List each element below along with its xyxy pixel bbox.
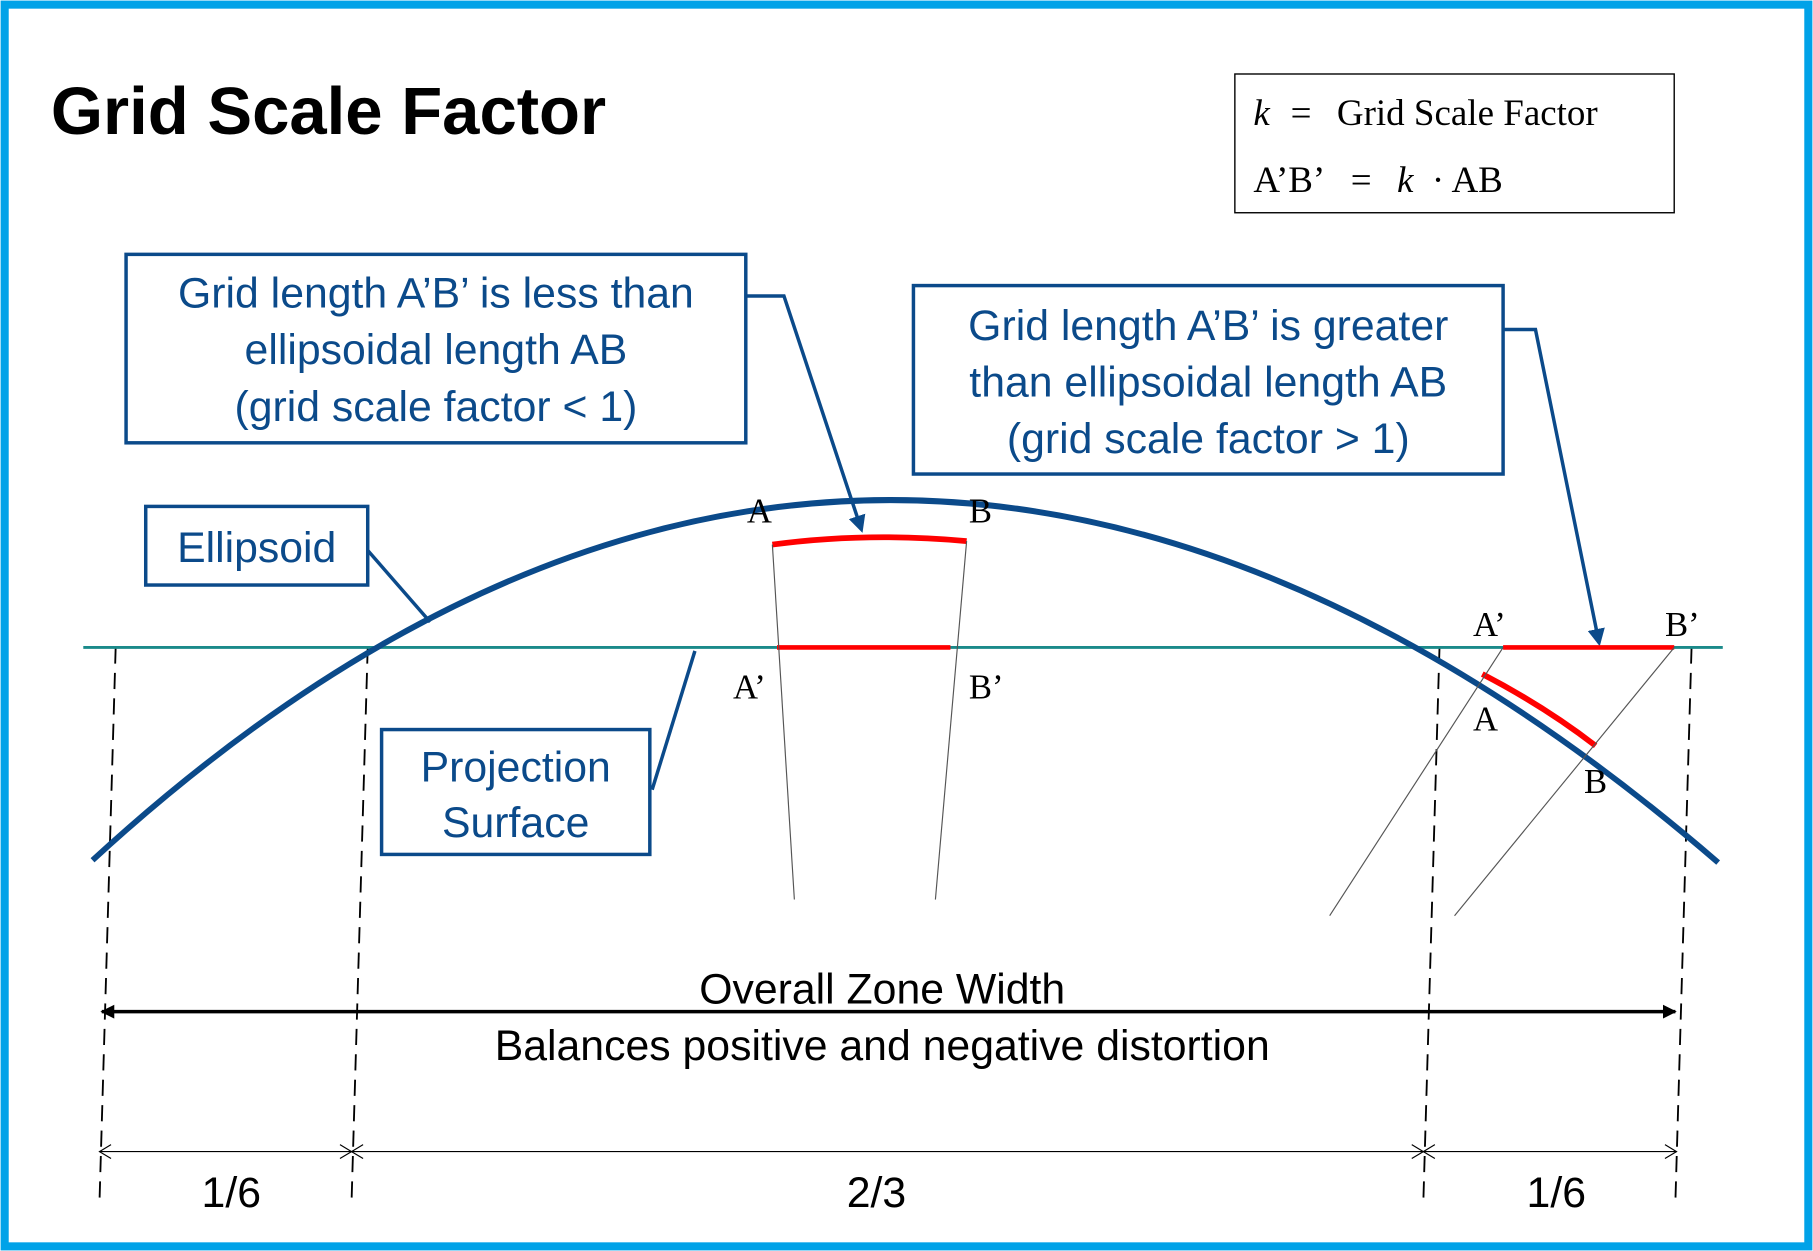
svg-text:B: B <box>969 492 992 531</box>
svg-text:B’: B’ <box>969 667 1004 706</box>
callout-leader-arrow <box>1503 327 1605 647</box>
svg-text:Surface: Surface <box>442 799 589 847</box>
svg-text:A’: A’ <box>1473 605 1506 644</box>
callout-greater-than: Grid length A’B’ is greater than ellipso… <box>911 283 1605 647</box>
segment-label-right: 1/6 <box>1527 1169 1586 1217</box>
legend-k-symbol: k <box>1253 93 1270 134</box>
svg-text:Balances positive and negative: Balances positive and negative distortio… <box>495 1022 1270 1070</box>
svg-text:B: B <box>1584 762 1607 801</box>
zone-dimension-line <box>98 1144 1678 1160</box>
formula-legend: k = Grid Scale Factor A’B’ = k · AB <box>1234 73 1675 214</box>
svg-text:Overall Zone Width: Overall Zone Width <box>699 966 1065 1014</box>
callout-leader-arrow <box>745 294 866 533</box>
svg-text:(grid scale factor < 1): (grid scale factor < 1) <box>234 383 637 431</box>
svg-text:A: A <box>747 492 772 531</box>
projector-lines <box>771 541 1675 917</box>
right-ellipsoid-segment <box>1480 671 1598 749</box>
zone-boundary-lines <box>98 647 1693 1203</box>
callout-ellipsoid: Ellipsoid <box>143 504 432 624</box>
svg-text:k = Grid Scale Fac: k = Grid Scale Factor <box>1253 93 1597 134</box>
svg-text:ellipsoidal length AB: ellipsoidal length AB <box>245 326 628 374</box>
svg-text:(grid scale factor > 1): (grid scale factor > 1) <box>1007 415 1410 463</box>
svg-text:Projection: Projection <box>421 744 611 792</box>
svg-text:than ellipsoidal length AB: than ellipsoidal length AB <box>969 359 1447 407</box>
svg-text:B’: B’ <box>1665 605 1700 644</box>
svg-text:Grid length A’B’ is greater: Grid length A’B’ is greater <box>968 302 1448 350</box>
overall-zone-width: Overall Zone Width Balances positive and… <box>100 966 1677 1070</box>
callout-projection-surface: Projection Surface <box>379 650 697 857</box>
segment-label-left: 1/6 <box>202 1169 261 1217</box>
point-labels: A B A’ B’ A’ B’ A B <box>733 492 1700 802</box>
svg-text:Grid length A’B’ is less than: Grid length A’B’ is less than <box>178 270 694 318</box>
center-ellipsoid-segment <box>771 534 967 548</box>
svg-text:A: A <box>1473 700 1498 739</box>
callout-less-than: Grid length A’B’ is less than ellipsoida… <box>124 252 866 533</box>
page-title: Grid Scale Factor <box>51 74 606 149</box>
ellipsoid-arc <box>90 497 1721 865</box>
svg-text:A’B’ = k · A: A’B’ = k · AB <box>1253 160 1502 201</box>
svg-text:A’: A’ <box>733 667 766 706</box>
svg-text:Ellipsoid: Ellipsoid <box>177 524 336 572</box>
segment-label-center: 2/3 <box>847 1169 906 1217</box>
